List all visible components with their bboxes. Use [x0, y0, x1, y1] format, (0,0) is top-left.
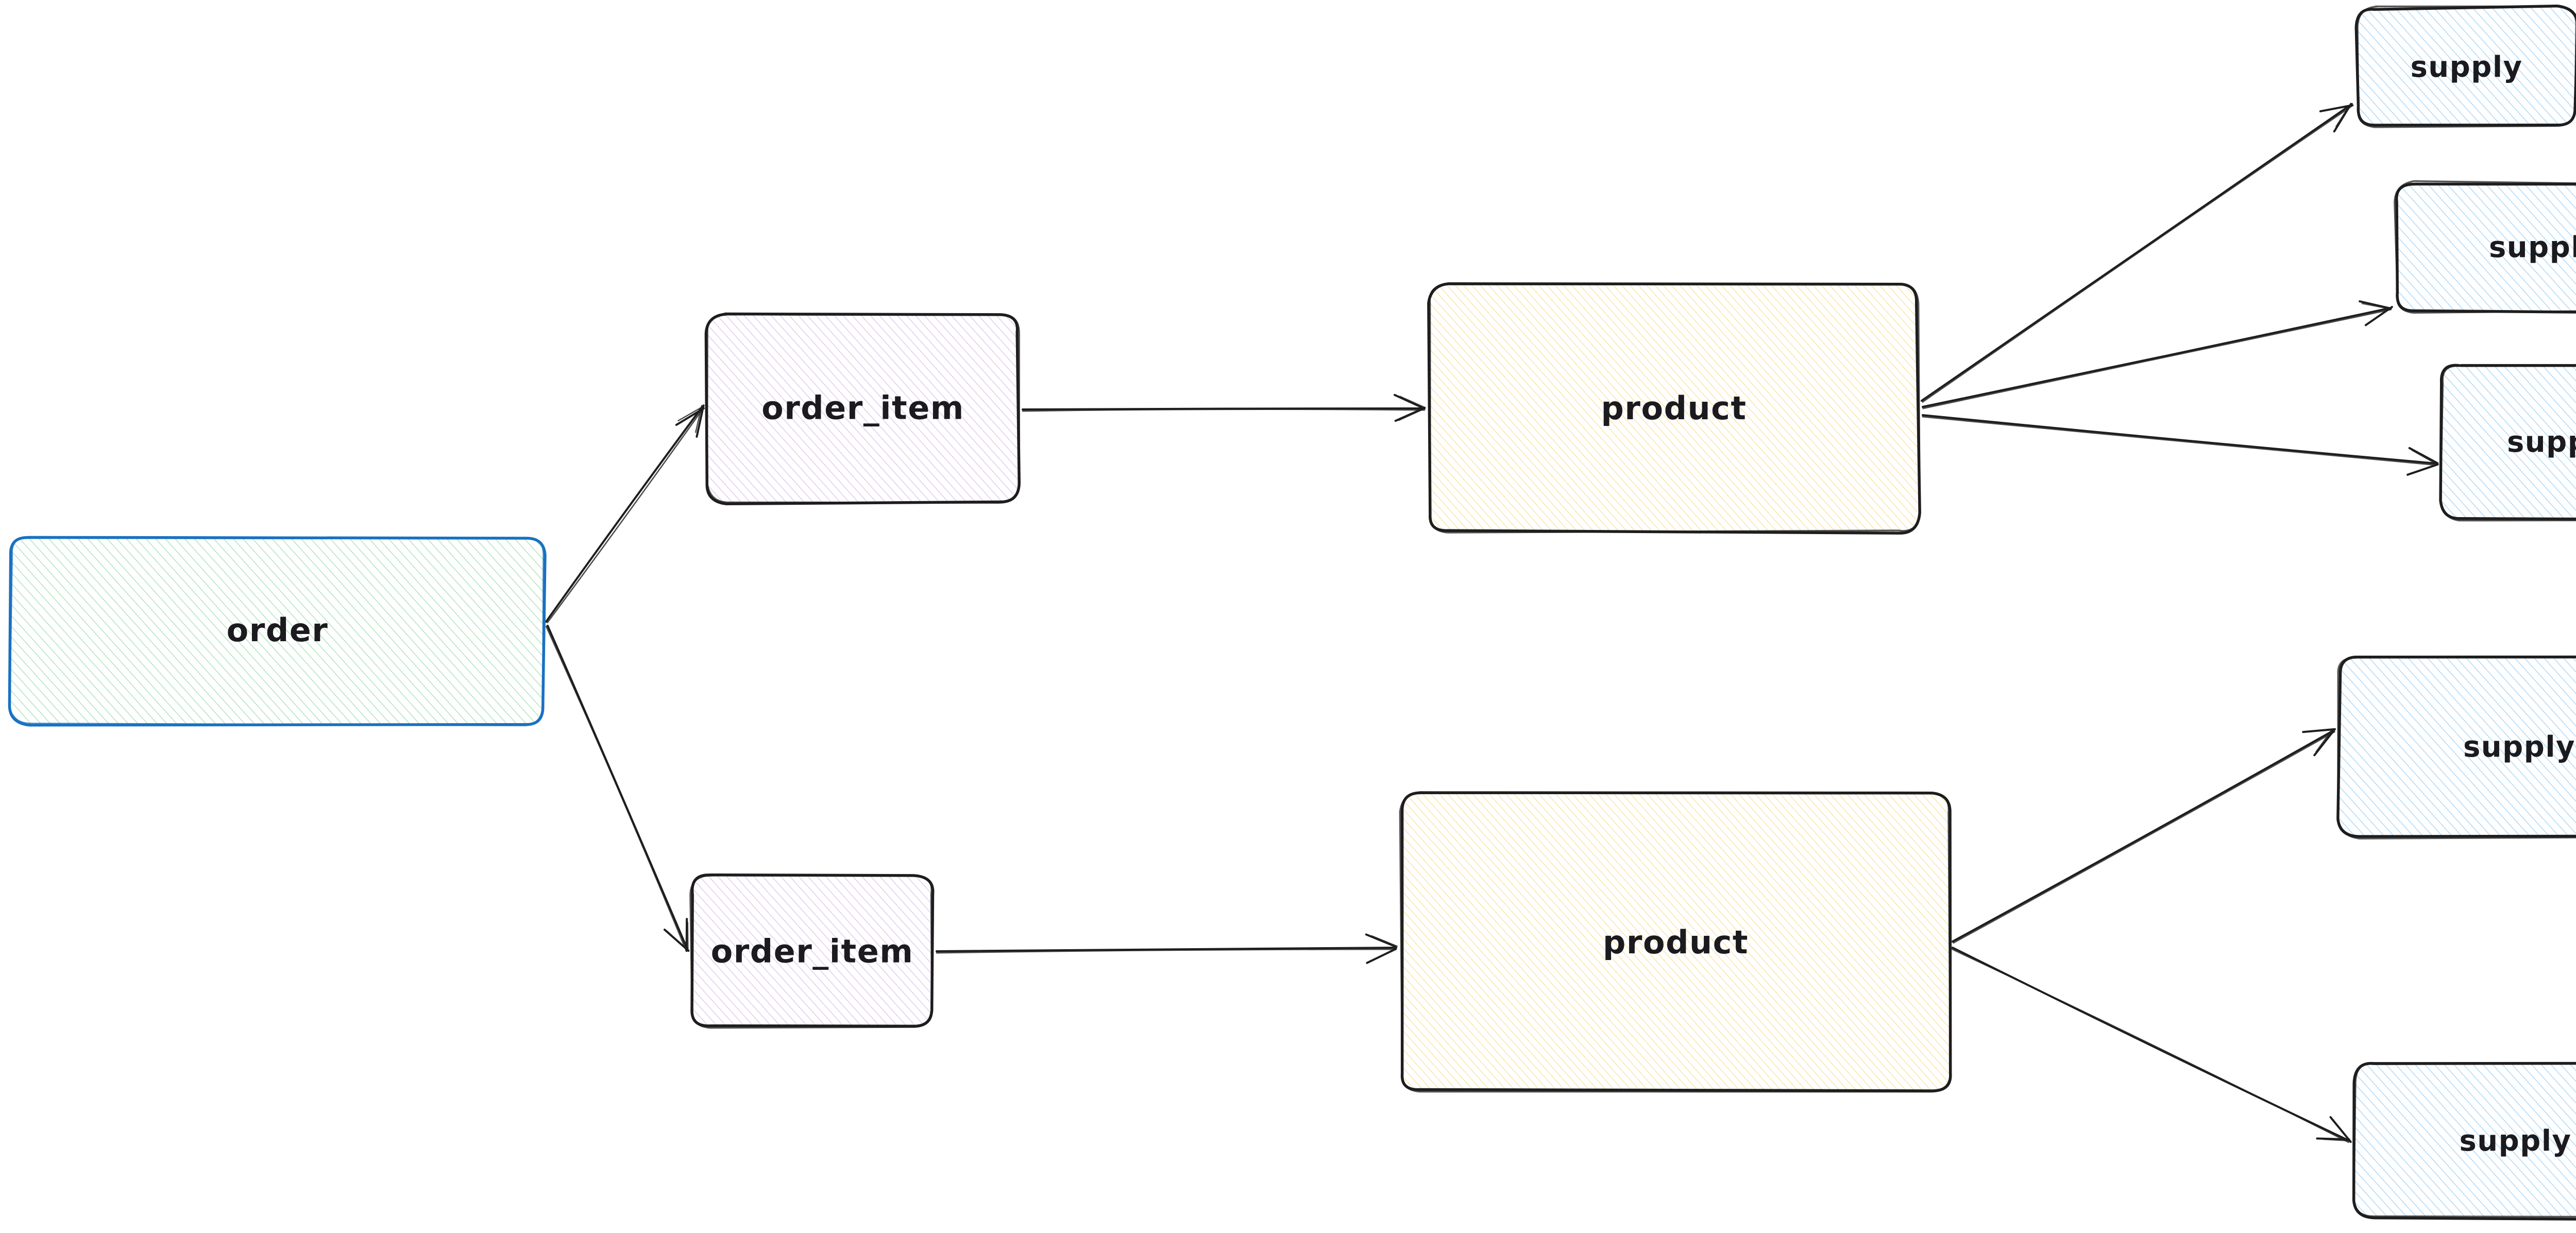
- edge-e7[interactable]: [1922, 414, 2439, 476]
- edge-e6[interactable]: [1922, 300, 2393, 409]
- edge-line: [1952, 729, 2335, 943]
- node-outline: [2357, 5, 2576, 128]
- edge-arrowhead: [2408, 447, 2439, 465]
- node-outline: [8, 537, 545, 727]
- node-supply_1[interactable]: supply: [2354, 4, 2576, 128]
- node-label-order_item_top: order_item: [761, 389, 964, 427]
- edge-arrowhead: [2316, 1137, 2350, 1141]
- node-outline: [2395, 182, 2576, 314]
- node-supply_2[interactable]: supply: [2394, 180, 2576, 314]
- edge-e8[interactable]: [1952, 728, 2336, 944]
- edge-arrowhead: [1399, 396, 1426, 408]
- edge-line: [1022, 408, 1426, 412]
- node-outline: [2337, 656, 2576, 840]
- node-fill: [9, 536, 544, 724]
- edge-arrowhead: [1371, 935, 1398, 947]
- edge-arrowhead: [2325, 105, 2354, 111]
- node-fill: [1401, 794, 1950, 1091]
- edge-arrowhead: [666, 930, 688, 951]
- edge-e3[interactable]: [1022, 393, 1426, 422]
- node-product_bottom[interactable]: product: [1399, 791, 1952, 1093]
- node-fill: [2338, 657, 2576, 837]
- node-product_top[interactable]: product: [1427, 282, 1921, 535]
- node-outline: [2336, 655, 2576, 838]
- edge-arrowhead: [2330, 1118, 2350, 1141]
- edge-arrowhead: [2411, 449, 2437, 465]
- edge-line: [1921, 103, 2353, 402]
- node-label-supply_2: supply: [2489, 231, 2576, 264]
- edge-line: [1022, 407, 1426, 410]
- edge-line: [936, 948, 1397, 954]
- edge-arrowhead: [1394, 406, 1426, 422]
- node-label-order: order: [227, 611, 329, 649]
- node-outline: [689, 875, 933, 1029]
- node-fill: [706, 313, 1020, 503]
- node-fill: [2354, 1063, 2576, 1219]
- edges-layer: [545, 102, 2439, 1143]
- edge-arrowhead: [2315, 729, 2333, 752]
- node-label-supply_1: supply: [2410, 50, 2522, 84]
- edge-arrowhead: [696, 404, 705, 438]
- edge-e5[interactable]: [1921, 102, 2354, 403]
- node-outline: [2353, 1063, 2576, 1218]
- node-outline: [1399, 792, 1952, 1093]
- edge-arrowhead: [1369, 948, 1396, 962]
- edge-line: [545, 406, 703, 623]
- edge-arrowhead: [2359, 300, 2392, 310]
- node-label-product_top: product: [1601, 389, 1747, 427]
- node-fill: [1429, 285, 1919, 532]
- node-fill: [691, 875, 933, 1027]
- edge-arrowhead: [677, 406, 703, 422]
- node-supply_4[interactable]: supply: [2336, 655, 2576, 840]
- edge-line: [547, 407, 704, 624]
- node-supply_3[interactable]: supply: [2439, 364, 2576, 522]
- node-outline: [1429, 283, 1921, 534]
- node-label-supply_5: supply: [2459, 1124, 2571, 1158]
- edge-line: [936, 947, 1397, 952]
- node-label-supply_4: supply: [2463, 730, 2575, 764]
- edge-e9[interactable]: [1951, 947, 2352, 1143]
- node-fill: [2357, 7, 2576, 127]
- edge-e4[interactable]: [936, 933, 1398, 964]
- nodes-layer: orderorder_itemorder_itemproductproducts…: [8, 4, 2576, 1221]
- node-order[interactable]: order: [8, 536, 547, 727]
- node-outline: [2352, 1061, 2576, 1221]
- edge-line: [1922, 416, 2437, 466]
- edge-arrowhead: [2409, 464, 2436, 474]
- node-outline: [2439, 365, 2576, 522]
- node-order_item_top[interactable]: order_item: [704, 312, 1021, 506]
- edge-line: [1922, 105, 2354, 403]
- edge-arrowhead: [1394, 393, 1425, 409]
- edge-line: [1922, 414, 2438, 465]
- node-fill: [2442, 364, 2576, 519]
- edge-e1[interactable]: [545, 404, 705, 624]
- edge-arrowhead: [2335, 102, 2352, 127]
- edge-arrowhead: [2366, 307, 2390, 325]
- node-fill: [2395, 182, 2576, 313]
- node-outline: [2394, 180, 2576, 314]
- edge-line: [545, 625, 687, 952]
- node-supply_5[interactable]: supply: [2352, 1061, 2576, 1221]
- edge-line: [1922, 309, 2392, 409]
- edge-arrowhead: [675, 407, 705, 426]
- node-outline: [706, 314, 1020, 504]
- node-order_item_bottom[interactable]: order_item: [689, 873, 935, 1029]
- edge-arrowhead: [2361, 303, 2390, 310]
- node-label-product_bottom: product: [1603, 923, 1749, 961]
- edge-arrowhead: [2313, 729, 2335, 757]
- node-label-order_item_bottom: order_item: [711, 933, 914, 970]
- edge-line: [1951, 948, 2349, 1143]
- edge-line: [1922, 307, 2392, 408]
- node-label-supply_3: supply: [2507, 425, 2576, 459]
- node-outline: [2439, 364, 2576, 521]
- edge-arrowhead: [1365, 933, 1397, 948]
- edge-e2[interactable]: [545, 625, 690, 952]
- edge-arrowhead: [2323, 1138, 2351, 1142]
- edge-arrowhead: [1398, 408, 1425, 421]
- edge-arrowhead: [2305, 729, 2334, 732]
- edge-line: [1953, 731, 2335, 944]
